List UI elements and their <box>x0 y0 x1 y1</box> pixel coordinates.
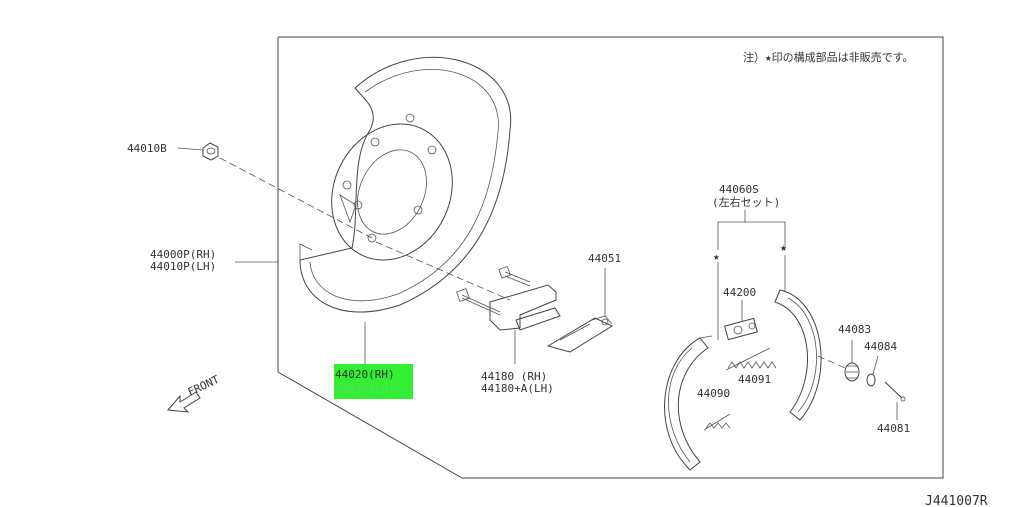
label-44084: 44084 <box>864 340 897 353</box>
star-icon-left: ★ <box>713 250 720 263</box>
label-44090: 44090 <box>697 387 730 400</box>
cup-44084-leader <box>872 355 879 375</box>
stud-axis-dash <box>375 241 511 301</box>
note-text: 注）★印の構成部品は非販売です。 <box>743 50 914 64</box>
lever-bracket[interactable] <box>546 315 614 353</box>
label-44010P: 44010P(LH) <box>150 260 216 273</box>
label-44000P: 44000P(RH) <box>150 248 216 261</box>
spring-44083-dash <box>817 355 846 369</box>
label-shoe-set-note: (左右セット) <box>712 195 780 209</box>
highlight-box[interactable] <box>334 364 413 399</box>
front-label: FRONT <box>186 373 222 399</box>
spring-44083-icon[interactable] <box>844 362 860 382</box>
label-44200: 44200 <box>723 286 756 299</box>
label-44010B: 44010B <box>127 142 167 155</box>
label-44180-rh: 44180 (RH) <box>481 370 547 383</box>
front-arrow-icon <box>166 391 201 413</box>
label-44020: 44020(RH) <box>335 368 395 381</box>
diagram-code: J441007R <box>925 494 988 507</box>
brake-shoe-left[interactable] <box>664 335 713 471</box>
nut-axis-dash <box>219 157 373 239</box>
label-44051: 44051 <box>588 252 621 265</box>
lever-44200[interactable] <box>724 317 758 341</box>
shoe-set-bracket-line <box>717 221 786 250</box>
star-icon-right: ★ <box>780 241 787 254</box>
label-44091: 44091 <box>738 373 771 386</box>
nut-icon[interactable] <box>202 142 219 161</box>
nut-leader <box>177 147 204 151</box>
diagram-frame <box>277 36 944 479</box>
cup-44084-icon[interactable] <box>866 373 876 387</box>
pin-44081-icon[interactable] <box>884 381 906 402</box>
dust-shield[interactable] <box>299 56 512 313</box>
label-44180-lh: 44180+A(LH) <box>481 382 554 395</box>
brake-shoe-right[interactable] <box>774 289 822 421</box>
label-44030: 44030(LH) <box>335 383 395 396</box>
spring-44090-icon[interactable] <box>703 413 731 431</box>
label-44081: 44081 <box>877 422 910 435</box>
label-44060S: 44060S <box>719 183 759 196</box>
spring-44091-icon[interactable] <box>725 347 777 371</box>
label-44083: 44083 <box>838 323 871 336</box>
adjuster-assembly[interactable] <box>456 266 561 331</box>
